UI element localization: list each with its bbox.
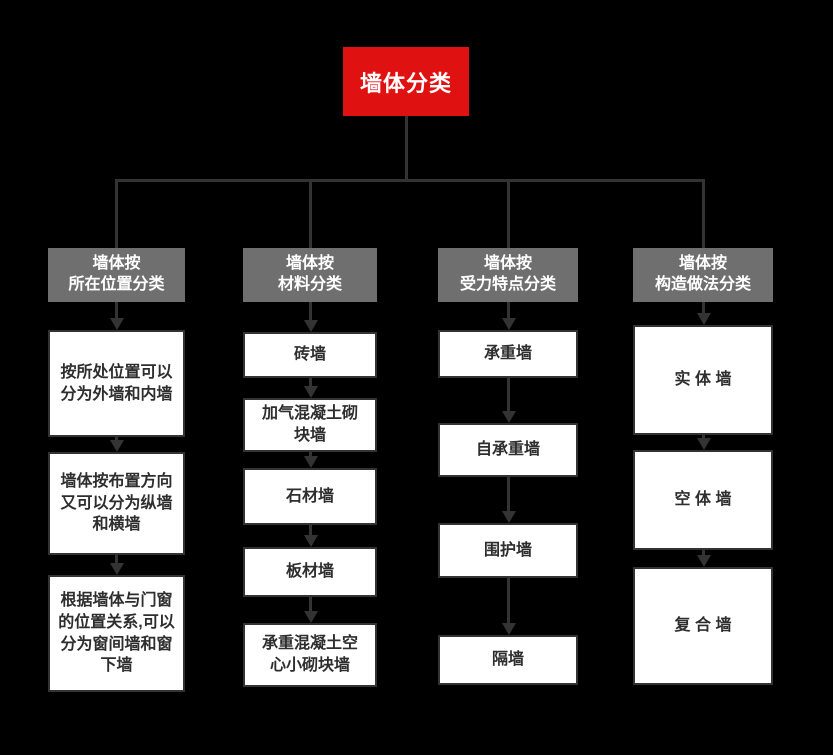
down-arrow-12 xyxy=(501,578,516,635)
node-panel-wall: 板材墙 xyxy=(243,547,377,597)
column-header-load: 墙体按 受力特点分类 xyxy=(438,248,578,302)
node-enclosure-wall: 围护墙 xyxy=(438,523,578,578)
down-arrow-9 xyxy=(501,302,516,330)
node-stone-wall: 石材墙 xyxy=(243,468,377,525)
down-arrow-5 xyxy=(303,378,318,398)
down-arrow-15 xyxy=(696,550,711,567)
node-by-position: 按所处位置可以 分为外墙和内墙 xyxy=(48,330,185,437)
down-arrow-3 xyxy=(109,555,124,575)
connector-crossbar xyxy=(115,179,705,182)
column-header-location: 墙体按 所在位置分类 xyxy=(48,248,185,302)
down-arrow-2 xyxy=(109,437,124,452)
connector-drop-2 xyxy=(309,180,312,248)
node-by-window-relation: 根据墙体与门窗 的位置关系,可以 分为窗间墙和窗 下墙 xyxy=(48,575,185,692)
node-self-bearing-wall: 自承重墙 xyxy=(438,423,578,477)
down-arrow-13 xyxy=(696,302,711,325)
down-arrow-1 xyxy=(109,302,124,330)
connector-drop-1 xyxy=(115,180,118,248)
node-solid-wall: 实 体 墙 xyxy=(633,325,773,435)
connector-drop-3 xyxy=(507,180,510,248)
connector-drop-4 xyxy=(702,180,705,248)
node-load-bearing-wall: 承重墙 xyxy=(438,330,578,378)
column-header-construction: 墙体按 构造做法分类 xyxy=(633,248,773,302)
down-arrow-8 xyxy=(303,597,318,623)
connector-trunk xyxy=(405,116,408,180)
node-loadbearing-hollow-block-wall: 承重混凝土空 心小砌块墙 xyxy=(243,623,377,687)
down-arrow-7 xyxy=(303,525,318,547)
node-aerated-concrete-block-wall: 加气混凝土砌 块墙 xyxy=(243,398,377,452)
down-arrow-14 xyxy=(696,435,711,450)
root-node: 墙体分类 xyxy=(343,47,469,116)
down-arrow-10 xyxy=(501,378,516,423)
node-brick-wall: 砖墙 xyxy=(243,332,377,378)
node-composite-wall: 复 合 墙 xyxy=(633,567,773,685)
node-partition-wall: 隔墙 xyxy=(438,635,578,685)
down-arrow-11 xyxy=(501,477,516,523)
column-header-material: 墙体按 材料分类 xyxy=(243,248,377,302)
node-hollow-wall: 空 体 墙 xyxy=(633,450,773,550)
node-by-direction: 墙体按布置方向 又可以分为纵墙 和横墙 xyxy=(48,452,185,555)
down-arrow-6 xyxy=(303,452,318,468)
down-arrow-4 xyxy=(303,302,318,332)
